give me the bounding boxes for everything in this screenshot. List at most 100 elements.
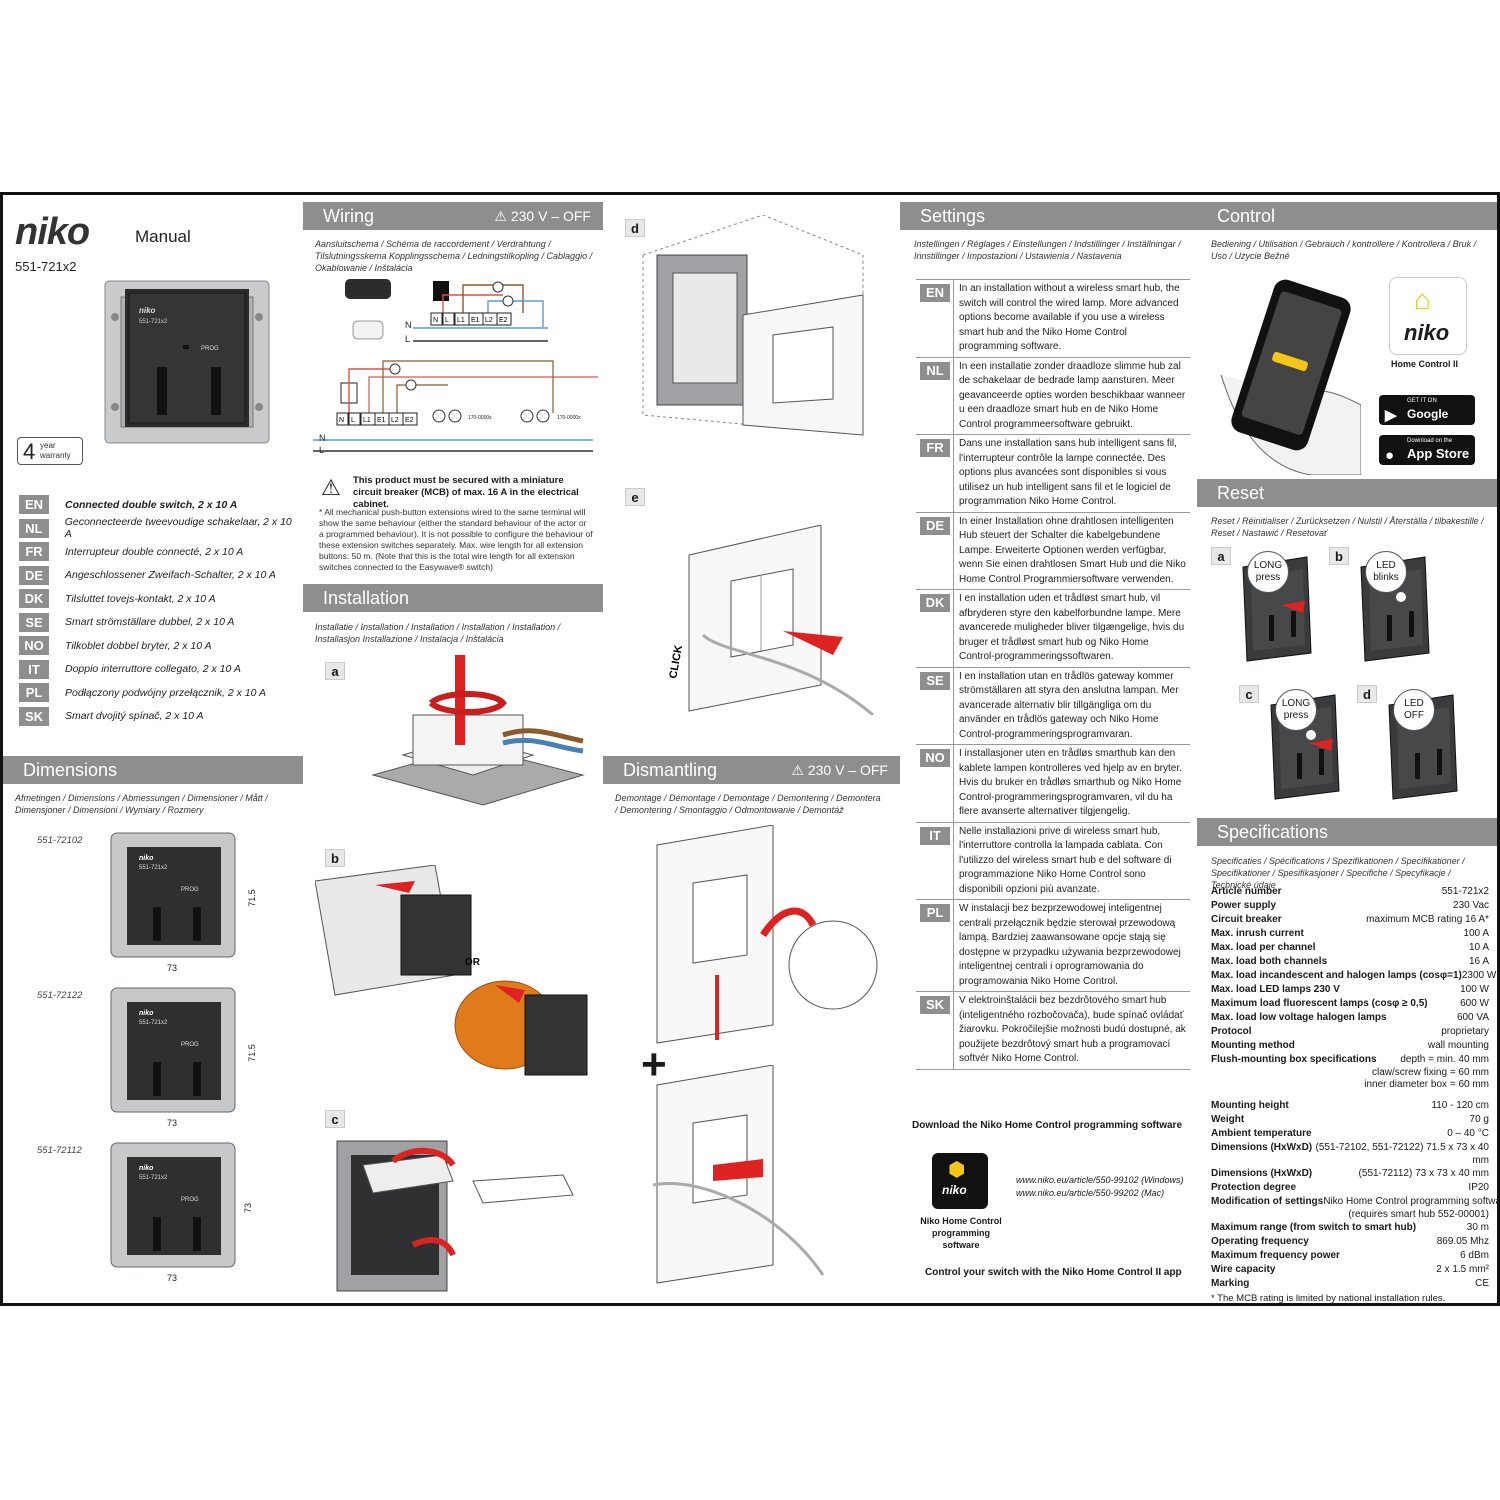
or-label: OR — [465, 957, 481, 968]
specifications-title: Specifications — [1217, 822, 1329, 842]
terminal-label: L — [351, 417, 355, 424]
spec-key: Flush-mounting box specifications — [1211, 1054, 1377, 1065]
spec-key: Wire capacity — [1211, 1264, 1276, 1275]
spec-value: 2 x 1.5 mm² — [1436, 1264, 1489, 1275]
spec-value: Niko Home Control programming software — [1323, 1196, 1500, 1207]
link-mac[interactable]: www.niko.eu/article/550-99202 (Mac) — [1016, 1188, 1165, 1198]
spec-value: CE — [1475, 1278, 1489, 1289]
dimension-prog: PROG — [181, 887, 199, 893]
spec-key: Maximum frequency power — [1211, 1250, 1340, 1261]
spec-value: 70 g — [1469, 1114, 1489, 1125]
link-windows[interactable]: www.niko.eu/article/550-99102 (Windows) — [1016, 1175, 1184, 1185]
settings-text: I installasjoner uten en trådløs smarthu… — [959, 748, 1182, 817]
settings-header: Settings — [900, 202, 1197, 230]
dimension-device-logo: niko — [139, 1165, 154, 1172]
ext-label-2: 170-0000x — [557, 415, 581, 421]
specifications-header: Specifications — [1197, 818, 1497, 846]
language-tag: SE — [19, 612, 49, 632]
installation-step-a — [371, 655, 585, 806]
spec-row: Weight 70 g — [1211, 1113, 1489, 1127]
terminal-label: N — [433, 317, 438, 324]
dismantling-title: Dismantling — [623, 760, 718, 780]
language-tag: NO — [19, 636, 49, 656]
reset-step-label: LONG press — [1253, 560, 1283, 583]
step-d: d — [625, 219, 645, 237]
app-note: Control your switch with the Niko Home C… — [925, 1267, 1182, 1278]
language-tag: DK — [19, 589, 49, 609]
settings-title: Settings — [920, 206, 986, 226]
spec-continuation: inner diameter box = 60 mm — [1364, 1079, 1489, 1090]
apple-icon: ● — [1385, 447, 1395, 464]
language-product-name: Smart dvojitý spínač, 2 x 10 A — [65, 710, 204, 723]
app-store-button[interactable]: ● Download on the App Store — [1379, 435, 1475, 465]
reset-step-letter: a — [1211, 547, 1231, 565]
wiring-title: Wiring — [323, 206, 375, 226]
spec-key: Weight — [1211, 1114, 1245, 1125]
settings-lang-cell: FR — [916, 435, 954, 512]
app-icon-logo: niko — [1404, 320, 1450, 345]
spec-value: 16 A — [1468, 956, 1489, 967]
app-icon: ⌂ niko — [1389, 277, 1467, 355]
settings-lang-tag: NL — [920, 361, 950, 380]
settings-lang-tag: SK — [920, 996, 950, 1014]
reset-step-letter: c — [1239, 685, 1259, 703]
settings-text: I en installation uden et trådløst smart… — [959, 593, 1185, 662]
right-column: Control Bediening / Utilisation / Gebrau… — [1197, 195, 1500, 1304]
settings-text: In einer Installation ohne drahtlosen in… — [959, 515, 1186, 585]
spec-value: depth = min. 40 mm — [1400, 1054, 1489, 1065]
terminal-label: E2 — [499, 317, 508, 324]
dismantling-step-2 — [652, 1065, 825, 1284]
settings-column: Settings Instellingen / Réglages / Einst… — [900, 195, 1197, 1303]
reset-step-label: LED blinks — [1373, 560, 1399, 583]
settings-lang-cell: NL — [916, 357, 954, 434]
svg-text:L: L — [405, 334, 410, 344]
app-store-small: Download on the — [1407, 438, 1453, 444]
spec-key: Protection degree — [1211, 1182, 1297, 1193]
dimension-device-code: 551-721x2 — [139, 1175, 168, 1181]
spec-value: 230 Vac — [1453, 900, 1489, 911]
control-subtitle: Bediening / Utilisation / Gebrauch / kon… — [1211, 239, 1477, 261]
svg-text:N: N — [319, 433, 326, 443]
spec-value: (551-72112) 73 x 73 x 40 mm — [1358, 1168, 1489, 1179]
language-tag: DE — [19, 565, 49, 585]
language-tag: IT — [19, 659, 49, 679]
dimension-width: 73 — [167, 1273, 178, 1283]
click-label: CLICK — [667, 644, 685, 679]
spec-key: Dimensions (HxWxD) — [1211, 1142, 1313, 1153]
warning-icon: ⚠ — [321, 475, 341, 500]
language-tag: FR — [19, 542, 49, 562]
reset-step-letter: d — [1357, 685, 1377, 703]
wiring-column: Wiring ⚠ 230 V – OFF Aansluitschema / Sc… — [303, 195, 603, 1303]
step-c: c — [325, 1110, 345, 1128]
spec-row: Flush-mounting box specifications depth =… — [1211, 1053, 1489, 1067]
google-play-button[interactable]: ▶ GET IT ON Google Play — [1379, 395, 1475, 451]
reset-step-label: LONG press — [1281, 698, 1311, 721]
installation-step-d — [642, 215, 864, 436]
dimension-prog: PROG — [181, 1042, 199, 1048]
spec-value: 0 – 40 °C — [1447, 1128, 1489, 1139]
spec-key: Max. load low voltage halogen lamps — [1211, 1012, 1387, 1023]
spec-key: Marking — [1211, 1278, 1250, 1289]
left-column: niko Manual 551-721x2 niko 551-721x2 PRO… — [3, 195, 303, 1303]
settings-lang-tag: FR — [920, 439, 950, 457]
mounting-column: d e CLICK Dismantling ⚠ 230 V – OFF Demo… — [603, 195, 900, 1303]
step-e: e — [625, 488, 645, 506]
settings-lang-tag: IT — [920, 826, 950, 845]
control-header: Control — [1197, 202, 1497, 230]
settings-lang-tag: DE — [920, 516, 950, 535]
spec-value: 600 W — [1460, 998, 1489, 1009]
control-title: Control — [1217, 206, 1276, 226]
terminal-label: N — [339, 417, 344, 424]
software-icon-logo: niko — [942, 1183, 967, 1197]
